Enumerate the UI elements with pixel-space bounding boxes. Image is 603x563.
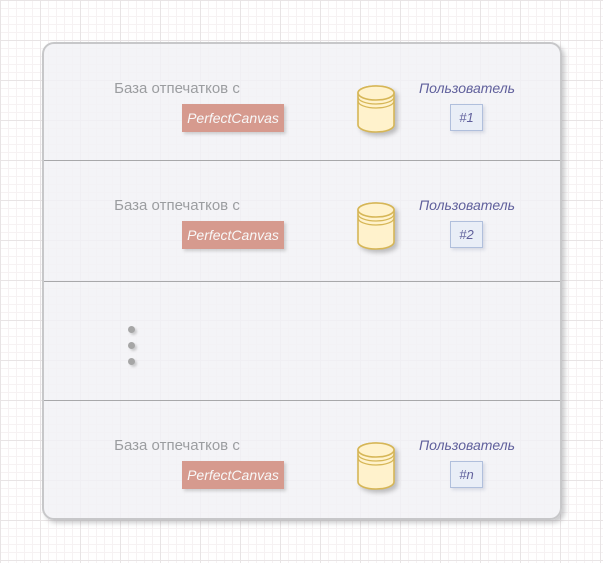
user-number-box: #n <box>450 461 483 488</box>
perfectcanvas-badge: PerfectCanvas <box>182 461 284 489</box>
fingerprint-db-label: База отпечатков с <box>114 437 240 454</box>
vertical-ellipsis-icon <box>128 326 135 365</box>
diagram-row-user-1: База отпечатков с PerfectCanvas Пользова… <box>44 44 560 160</box>
diagram-row-ellipsis <box>44 281 560 400</box>
diagram-frame: База отпечатков с PerfectCanvas Пользова… <box>42 42 562 520</box>
ellipsis-dot <box>128 326 135 333</box>
fingerprint-db-label: База отпечатков с <box>114 197 240 214</box>
ellipsis-dot <box>128 358 135 365</box>
ellipsis-dot <box>128 342 135 349</box>
user-label: Пользователь <box>418 80 516 96</box>
user-label: Пользователь <box>418 197 516 213</box>
database-icon <box>357 442 395 490</box>
user-number-box: #1 <box>450 104 483 131</box>
perfectcanvas-badge: PerfectCanvas <box>182 221 284 249</box>
user-label: Пользователь <box>418 437 516 453</box>
fingerprint-db-label: База отпечатков с <box>114 80 240 97</box>
database-icon <box>357 85 395 133</box>
user-number-box: #2 <box>450 221 483 248</box>
diagram-row-user-2: База отпечатков с PerfectCanvas Пользова… <box>44 160 560 281</box>
database-icon <box>357 202 395 250</box>
perfectcanvas-badge: PerfectCanvas <box>182 104 284 132</box>
diagram-row-user-n: База отпечатков с PerfectCanvas Пользова… <box>44 400 560 518</box>
